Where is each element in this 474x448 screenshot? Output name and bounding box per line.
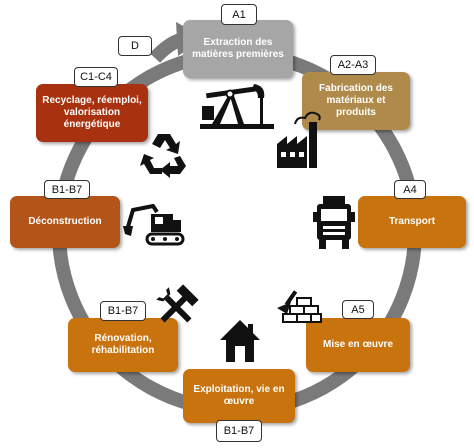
stage-fabrication-box: Fabrication des matériaux et produits <box>302 72 410 130</box>
recycle-icon <box>140 128 190 178</box>
stage-deconstruction-label: Déconstruction <box>28 216 102 227</box>
excavator-icon <box>123 204 185 246</box>
house-icon <box>218 318 262 364</box>
stage-deconstruction-box: Déconstruction <box>10 196 120 248</box>
stage-exploitation-box: Exploitation, vie en œuvre <box>183 369 295 423</box>
stage-recyclage-label: Recyclage, réemploi, valorisation énergé… <box>42 95 142 130</box>
stage-extraction-label: Extraction des matières premières <box>192 37 284 60</box>
hammer-wrench-icon <box>153 284 199 330</box>
code-tag-a4: A4 <box>394 180 426 199</box>
stage-fabrication-label: Fabrication des matériaux et produits <box>319 83 393 118</box>
code-tag-a5: A5 <box>342 300 374 319</box>
code-tag-b1-b7-bottom: B1-B7 <box>216 420 262 442</box>
stage-transport-label: Transport <box>388 216 436 227</box>
code-tag-c1-c4: C1-C4 <box>74 67 118 87</box>
stage-renovation-box: Rénovation, réhabilitation <box>68 318 178 372</box>
factory-icon <box>275 108 323 170</box>
code-tag-d: D <box>118 36 152 56</box>
code-tag-a1: A1 <box>221 4 257 25</box>
stage-mise-en-oeuvre-label: Mise en œuvre <box>322 339 394 350</box>
stage-exploitation-label: Exploitation, vie en œuvre <box>193 384 285 407</box>
oil-pump-icon <box>200 82 274 130</box>
truck-icon <box>313 196 355 250</box>
stage-transport-box: Transport <box>358 196 466 248</box>
stage-extraction-box: Extraction des matières premières <box>183 20 293 78</box>
stage-mise-en-oeuvre-box: Mise en œuvre <box>306 318 410 372</box>
trowel-bricks-icon <box>277 284 323 330</box>
code-tag-b1-b7-deconstruction: B1-B7 <box>44 180 90 199</box>
stage-renovation-label: Rénovation, réhabilitation <box>91 333 155 356</box>
stage-recyclage-box: Recyclage, réemploi, valorisation énergé… <box>36 84 148 142</box>
code-tag-a2-a3: A2-A3 <box>330 55 376 75</box>
code-tag-b1-b7-renovation: B1-B7 <box>100 301 146 321</box>
